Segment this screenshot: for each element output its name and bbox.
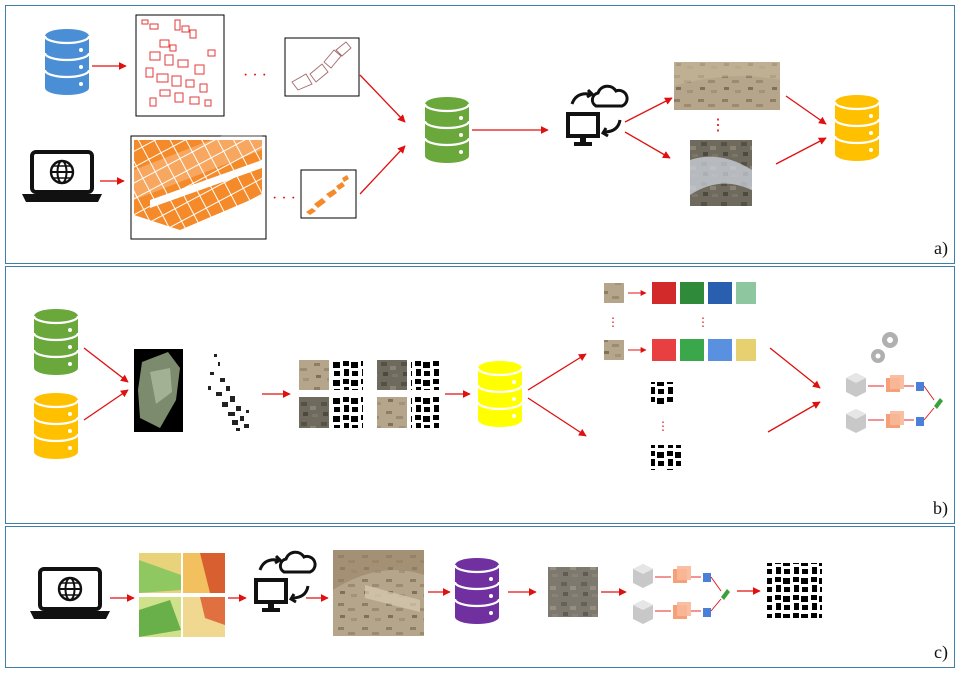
neural-network-icon-c — [632, 563, 731, 625]
ellipsis-a1: · · · — [243, 67, 267, 84]
ellipsis-a3: ⋮ — [710, 117, 726, 134]
segmentation-mask-b2 — [651, 445, 681, 470]
database-icon-yellow-b — [476, 359, 524, 429]
segmentation-mask-b1 — [651, 382, 673, 404]
panel-label-a: a) — [934, 238, 948, 258]
database-icon-orange-a — [833, 93, 881, 163]
database-icon-blue — [43, 27, 91, 97]
database-icon-purple-c — [453, 556, 501, 626]
hazard-maps — [139, 553, 225, 637]
ellipsis-a2: · · · — [272, 190, 296, 207]
database-icon-green-b — [32, 307, 80, 377]
panel-label-c: c) — [934, 642, 948, 662]
ellipsis-b3: ⋮ — [657, 419, 669, 433]
satellite-image-c2 — [548, 567, 598, 617]
building-footprints-red-small — [284, 37, 360, 97]
laptop-globe-icon-c — [28, 567, 112, 621]
cloud-computer-sync-icon-c — [254, 550, 318, 614]
building-footprints-red-large — [135, 14, 225, 117]
database-icon-orange-b — [32, 391, 80, 461]
image-mask-pairs — [299, 360, 441, 428]
panel-label-b: b) — [933, 498, 948, 518]
database-icon-green-a — [423, 95, 471, 165]
gears-icon — [871, 332, 898, 363]
segmentation-mask-c — [767, 563, 822, 618]
satellite-image-a1 — [674, 62, 780, 110]
rgb-channels-row-2 — [604, 339, 756, 361]
city-satellite-mask — [134, 349, 183, 432]
cloud-computer-sync-icon-a — [566, 84, 630, 148]
building-footprints-orange-small — [300, 169, 357, 219]
satellite-image-a2 — [690, 140, 752, 206]
ellipsis-b2: ⋮ — [697, 315, 709, 329]
neural-network-icon-b — [845, 372, 944, 434]
rgb-channels-row-1 — [604, 282, 756, 304]
building-footprints-orange-large — [130, 120, 267, 240]
ellipsis-b1: ⋮ — [607, 315, 619, 329]
satellite-image-c1 — [333, 550, 424, 636]
laptop-globe-icon-a — [20, 150, 104, 204]
building-footprints-black — [208, 354, 249, 431]
